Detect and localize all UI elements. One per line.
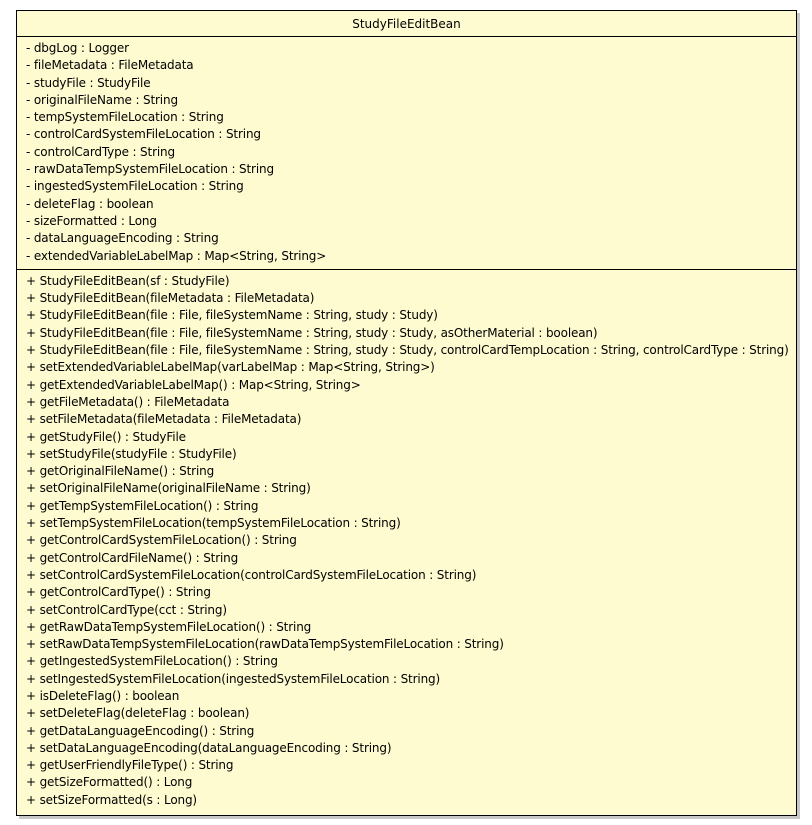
operation-row: + StudyFileEditBean(sf : StudyFile): [26, 273, 230, 288]
operation-row: + setTempSystemFileLocation(tempSystemFi…: [26, 516, 401, 531]
attribute-row: - deleteFlag : boolean: [26, 196, 154, 211]
attribute-row: - tempSystemFileLocation : String: [26, 110, 224, 125]
operation-row: + setRawDataTempSystemFileLocation(rawDa…: [26, 637, 504, 652]
attribute-row: - sizeFormatted : Long: [26, 213, 157, 228]
operation-row: + getIngestedSystemFileLocation() : Stri…: [26, 654, 278, 669]
attribute-row: - extendedVariableLabelMap : Map<String,…: [26, 248, 327, 263]
operation-row: + StudyFileEditBean(file : File, fileSys…: [26, 343, 789, 358]
operation-row: + StudyFileEditBean(file : File, fileSys…: [26, 308, 438, 323]
operation-row: + setStudyFile(studyFile : StudyFile): [26, 446, 237, 461]
operation-row: + setExtendedVariableLabelMap(varLabelMa…: [26, 360, 435, 375]
operation-row: + StudyFileEditBean(fileMetadata : FileM…: [26, 291, 315, 306]
operation-row: + setDeleteFlag(deleteFlag : boolean): [26, 706, 250, 721]
operation-row: + setDataLanguageEncoding(dataLanguageEn…: [26, 740, 392, 755]
attribute-row: - dataLanguageEncoding : String: [26, 231, 219, 246]
operation-row: + getRawDataTempSystemFileLocation() : S…: [26, 619, 312, 634]
attributes-compartment: - dbgLog : Logger - fileMetadata : FileM…: [17, 37, 796, 270]
attribute-row: - rawDataTempSystemFileLocation : String: [26, 162, 274, 177]
operation-row: + isDeleteFlag() : boolean: [26, 688, 180, 703]
operation-row: + getSizeFormatted() : Long: [26, 775, 193, 790]
operation-row: + getOriginalFileName() : String: [26, 464, 215, 479]
operation-row: + getExtendedVariableLabelMap() : Map<St…: [26, 377, 361, 392]
attribute-row: - dbgLog : Logger: [26, 41, 129, 55]
class-name: StudyFileEditBean: [352, 17, 461, 31]
operation-row: + getStudyFile() : StudyFile: [26, 429, 186, 444]
attribute-row: - controlCardType : String: [26, 144, 175, 159]
attribute-row: - studyFile : StudyFile: [26, 75, 151, 90]
attribute-row: - fileMetadata : FileMetadata: [26, 58, 194, 73]
operation-row: + setSizeFormatted(s : Long): [26, 792, 197, 807]
operation-row: + getControlCardType() : String: [26, 585, 211, 600]
uml-class-box: StudyFileEditBean - dbgLog : Logger - fi…: [16, 10, 797, 816]
attribute-row: - originalFileName : String: [26, 92, 178, 107]
operation-row: + getControlCardFileName() : String: [26, 550, 239, 565]
attribute-row: - controlCardSystemFileLocation : String: [26, 127, 261, 142]
operations-compartment: + StudyFileEditBean(sf : StudyFile) + St…: [17, 270, 796, 809]
operation-row: + getFileMetadata() : FileMetadata: [26, 394, 230, 409]
operation-row: + StudyFileEditBean(file : File, fileSys…: [26, 325, 598, 340]
operation-row: + getControlCardSystemFileLocation() : S…: [26, 533, 297, 548]
operation-row: + getUserFriendlyFileType() : String: [26, 758, 234, 773]
operation-row: + setIngestedSystemFileLocation(ingested…: [26, 671, 441, 686]
class-header: StudyFileEditBean: [17, 11, 796, 37]
operation-row: + setControlCardType(cct : String): [26, 602, 227, 617]
operation-row: + setControlCardSystemFileLocation(contr…: [26, 567, 477, 582]
operation-row: + getTempSystemFileLocation() : String: [26, 498, 259, 513]
operation-row: + setFileMetadata(fileMetadata : FileMet…: [26, 412, 302, 427]
operation-row: + getDataLanguageEncoding() : String: [26, 723, 255, 738]
operation-row: + setOriginalFileName(originalFileName :…: [26, 481, 311, 496]
attribute-row: - ingestedSystemFileLocation : String: [26, 179, 244, 194]
